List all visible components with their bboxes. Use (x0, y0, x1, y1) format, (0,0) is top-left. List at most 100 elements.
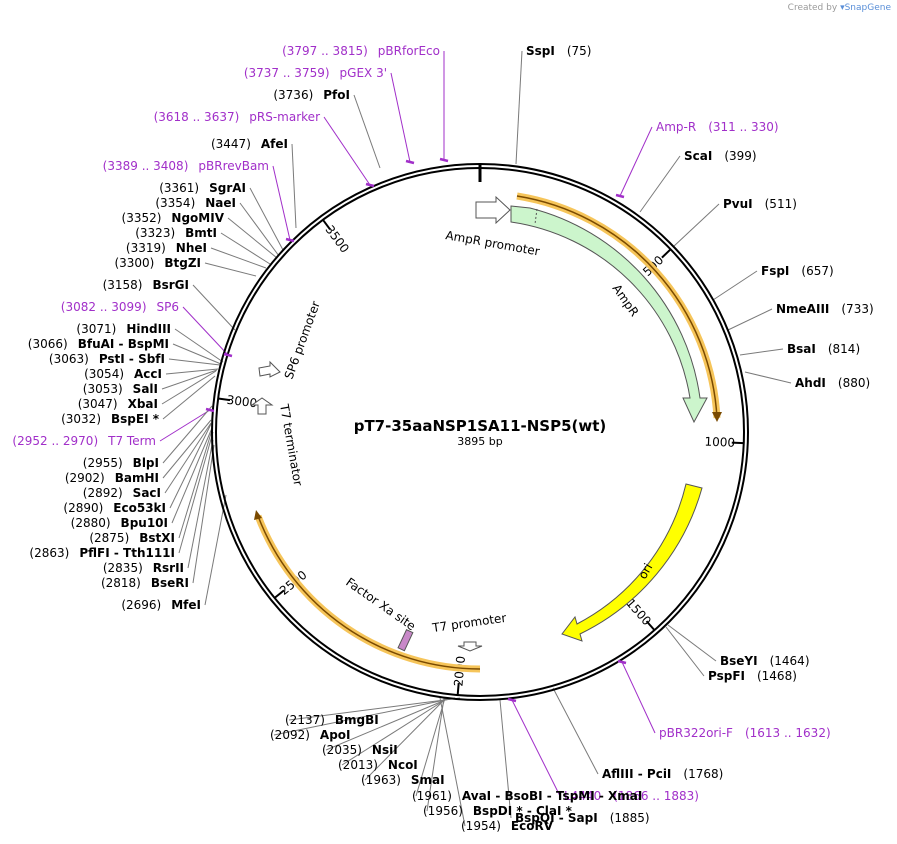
enzyme-label[interactable]: (2902)BamHI (65, 471, 159, 485)
primer-label[interactable]: (3389 .. 3408)pBRrevBam (103, 159, 269, 173)
enzyme-label[interactable]: (2955)BlpI (83, 456, 159, 470)
primer-label[interactable]: L4440(1866 .. 1883) (564, 789, 699, 803)
enzyme-label[interactable]: (3300)BtgZI (114, 256, 201, 270)
feature-label-factor-xa: Factor Xa site (343, 575, 418, 633)
primer-label[interactable]: Amp-R(311 .. 330) (656, 120, 779, 134)
site-name: NheI (176, 241, 207, 255)
enzyme-label[interactable]: (3054)AccI (84, 367, 162, 381)
enzyme-leader (515, 50, 523, 165)
enzyme-label[interactable]: BspQI - SapI(1885) (515, 811, 650, 825)
site-name: Amp-R (656, 120, 696, 134)
enzyme-label[interactable]: (1963)SmaI (361, 773, 445, 787)
enzyme-label[interactable]: (2892)SacI (83, 486, 161, 500)
site-position: (733) (841, 302, 873, 316)
primer-label[interactable]: (2952 .. 2970)T7 Term (12, 434, 156, 448)
site-name: BlpI (133, 456, 159, 470)
site-position: (1613 .. 1632) (745, 726, 831, 740)
enzyme-label[interactable]: (3158)BsrGI (103, 278, 189, 292)
site-name: pBRforEco (378, 44, 440, 58)
enzyme-label[interactable]: (2092)ApoI (270, 728, 351, 742)
enzyme-label[interactable]: PspFI(1468) (708, 669, 797, 683)
feature-label-t7-promoter: T7 promoter (430, 611, 507, 635)
feature-t7-terminator-arrow (250, 397, 274, 415)
enzyme-label[interactable]: (3323)BmtI (135, 226, 217, 240)
enzyme-label[interactable]: AflIII - PciI(1768) (602, 767, 723, 781)
enzyme-label[interactable]: (2875)BstXI (89, 531, 175, 545)
site-position: (2696) (121, 598, 161, 612)
enzyme-leader (639, 155, 681, 213)
enzyme-label[interactable]: (3066)BfuAI - BspMI (28, 337, 169, 351)
enzyme-label[interactable]: (3352)NgoMIV (122, 211, 225, 225)
site-position: (399) (724, 149, 756, 163)
primer-label[interactable]: (3797 .. 3815)pBRforEco (282, 44, 440, 58)
site-position: (2902) (65, 471, 105, 485)
enzyme-label[interactable]: (2137)BmgBI (285, 713, 379, 727)
enzyme-label[interactable]: (2880)Bpu10I (71, 516, 168, 530)
enzyme-label[interactable]: (3063)PstI - SbfI (49, 352, 165, 366)
site-position: (880) (838, 376, 870, 390)
enzyme-label[interactable]: FspI(657) (761, 264, 834, 278)
enzyme-label[interactable]: (3319)NheI (126, 241, 207, 255)
enzyme-label[interactable]: (2835) RsrII (103, 561, 184, 575)
primer-label[interactable]: pBR322ori-F(1613 .. 1632) (659, 726, 831, 740)
enzyme-label[interactable]: (3053)SalI (83, 382, 158, 396)
enzyme-label[interactable]: ScaI(399) (684, 149, 757, 163)
enzyme-label[interactable]: (1961)AvaI - BsoBI - TspMI - XmaI (412, 789, 642, 803)
site-position: (2835) (103, 561, 143, 575)
enzyme-label[interactable]: (3032)BspEI * (61, 412, 160, 426)
site-position: (2092) (270, 728, 310, 742)
enzyme-label[interactable]: (2696)MfeI (121, 598, 201, 612)
site-position: (3054) (84, 367, 124, 381)
site-position: (1866 .. 1883) (613, 789, 699, 803)
enzyme-label[interactable]: (3354)NaeI (155, 196, 236, 210)
enzyme-label[interactable]: (2863)PflFI - Tth111I (29, 546, 175, 560)
site-name: NcoI (388, 758, 418, 772)
enzyme-leader (192, 444, 215, 584)
enzyme-label[interactable]: (1956)BspDI * - ClaI * (423, 804, 573, 818)
primer-leader (272, 165, 291, 241)
enzyme-label[interactable]: (2035)NsiI (322, 743, 398, 757)
plasmid-size: 3895 bp (457, 435, 502, 448)
primer-leader (323, 116, 371, 186)
site-position: (1885) (610, 811, 650, 825)
enzyme-leader (353, 94, 381, 169)
site-position: (3737 .. 3759) (244, 66, 330, 80)
enzyme-label[interactable]: (3361)SgrAI (159, 181, 246, 195)
enzyme-label[interactable]: BsaI(814) (787, 342, 860, 356)
site-name: Bpu10I (121, 516, 168, 530)
site-name: EcoRV (511, 819, 554, 833)
site-name: RsrII (153, 561, 184, 575)
enzyme-label[interactable]: (3071)HindIII (76, 322, 171, 336)
enzyme-label[interactable]: SspI(75) (526, 44, 591, 58)
enzyme-label[interactable]: (3736)PfoI (273, 88, 350, 102)
enzyme-label[interactable]: AhdI(880) (795, 376, 870, 390)
primer-label[interactable]: (3618 .. 3637)pRS-marker (154, 110, 320, 124)
site-position: (3032) (61, 412, 101, 426)
primer-label[interactable]: (3082 .. 3099)SP6 (61, 300, 179, 314)
enzyme-label[interactable]: (1954) EcoRV (461, 819, 554, 833)
site-position: (3082 .. 3099) (61, 300, 147, 314)
enzyme-leader (169, 423, 212, 509)
snapgene-credit: Created by ▾SnapGene (788, 3, 891, 13)
enzyme-label[interactable]: (3047)XbaI (78, 397, 158, 411)
enzyme-label[interactable]: BseYI(1464) (720, 654, 810, 668)
site-name: SacI (133, 486, 161, 500)
enzyme-label[interactable]: (3447)AfeI (211, 137, 288, 151)
enzyme-label[interactable]: (2890)Eco53kI (63, 501, 166, 515)
enzyme-label[interactable]: (2013) NcoI (338, 758, 418, 772)
primer-leader (159, 409, 211, 442)
site-position: (1954) (461, 819, 501, 833)
primer-site-mark (223, 352, 233, 358)
enzyme-label[interactable]: PvuI(511) (723, 197, 797, 211)
enzyme-leader (744, 371, 792, 384)
site-position: (3447) (211, 137, 251, 151)
site-name: pBRrevBam (198, 159, 269, 173)
enzyme-leader (712, 270, 758, 301)
enzyme-label[interactable]: NmeAIII(733) (776, 302, 874, 316)
site-position: (2013) (338, 758, 378, 772)
enzyme-leader (178, 431, 214, 554)
primer-label[interactable]: (3737 .. 3759)pGEX 3' (244, 66, 387, 80)
site-position: (511) (765, 197, 797, 211)
site-name: BfuAI - BspMI (78, 337, 169, 351)
enzyme-label[interactable]: (2818)BseRI (101, 576, 189, 590)
